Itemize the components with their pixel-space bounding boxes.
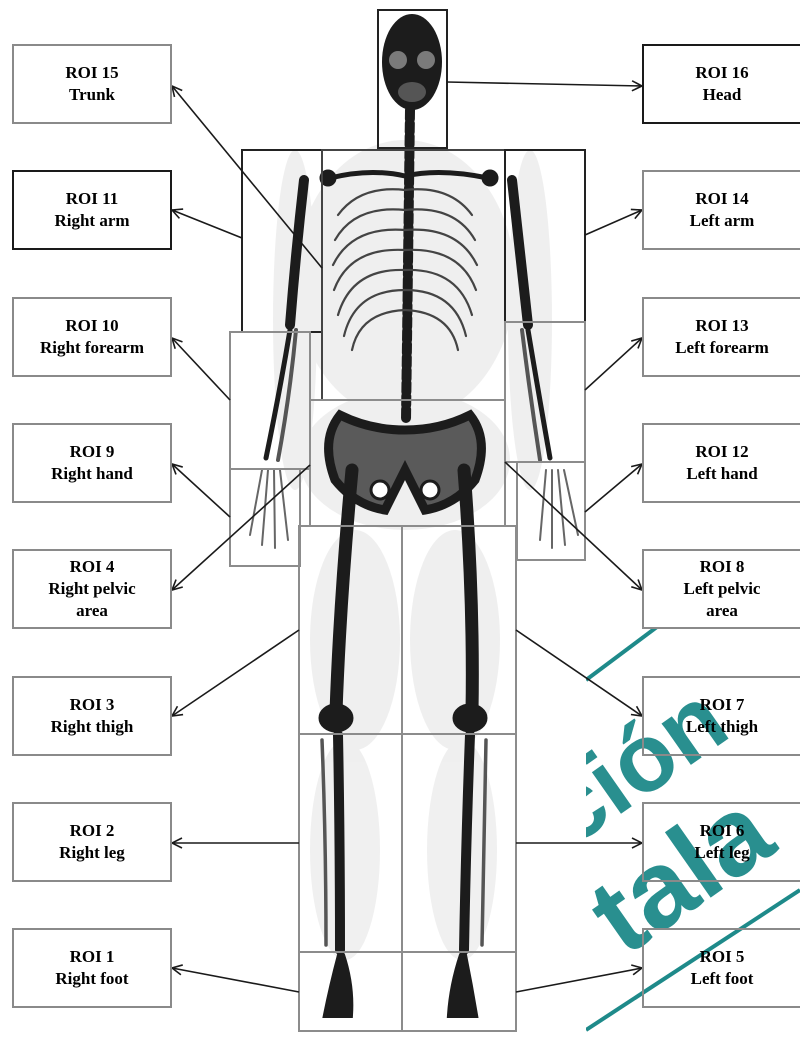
label-roi1: ROI 1 Right foot [12,928,172,1008]
arrow-roi13 [585,338,642,390]
arrow-roi9 [172,464,230,517]
arrow-roi10 [172,338,230,400]
roi5-id: ROI 5 [700,946,745,968]
label-roi5: ROI 5 Left foot [642,928,800,1008]
label-roi15: ROI 15 Trunk [12,44,172,124]
roi13-id: ROI 13 [695,315,748,337]
roi9-region: Right hand [51,463,133,485]
label-roi11: ROI 11 Right arm [12,170,172,250]
label-roi2: ROI 2 Right leg [12,802,172,882]
label-roi4: ROI 4 Right pelvic area [12,549,172,629]
roi10-region: Right forearm [40,337,144,359]
arrow-roi1 [172,968,299,992]
arrow-roi15 [172,86,322,268]
roi6-region: Left leg [694,842,749,864]
roi4-region-line2: area [76,600,108,622]
roi1-region: Right foot [55,968,128,990]
roi8-region-line1: Left pelvic [684,578,761,600]
label-roi13: ROI 13 Left forearm [642,297,800,377]
roi8-id: ROI 8 [700,556,745,578]
label-roi16: ROI 16 Head [642,44,800,124]
roi12-id: ROI 12 [695,441,748,463]
roi16-id: ROI 16 [695,62,748,84]
roi4-region-line1: Right pelvic [48,578,135,600]
roi1-id: ROI 1 [70,946,115,968]
roi3-id: ROI 3 [70,694,115,716]
label-roi9: ROI 9 Right hand [12,423,172,503]
label-roi10: ROI 10 Right forearm [12,297,172,377]
arrow-roi7 [516,630,642,716]
roi3-region: Right thigh [51,716,134,738]
label-roi12: ROI 12 Left hand [642,423,800,503]
roi14-id: ROI 14 [695,188,748,210]
label-roi7: ROI 7 Left thigh [642,676,800,756]
label-roi8: ROI 8 Left pelvic area [642,549,800,629]
label-roi14: ROI 14 Left arm [642,170,800,250]
roi6-id: ROI 6 [700,820,745,842]
arrow-roi11 [172,210,242,238]
roi15-id: ROI 15 [65,62,118,84]
roi9-id: ROI 9 [70,441,115,463]
label-roi3: ROI 3 Right thigh [12,676,172,756]
arrow-roi14 [585,210,642,235]
roi7-id: ROI 7 [700,694,745,716]
arrow-roi16 [447,82,642,86]
roi2-id: ROI 2 [70,820,115,842]
roi11-region: Right arm [54,210,129,232]
roi5-region: Left foot [691,968,754,990]
roi15-region: Trunk [69,84,115,106]
arrow-roi3 [172,630,299,716]
roi2-region: Right leg [59,842,125,864]
roi13-region: Left forearm [675,337,769,359]
roi14-region: Left arm [690,210,755,232]
arrow-roi5 [516,968,642,992]
roi16-region: Head [703,84,742,106]
roi12-region: Left hand [686,463,757,485]
arrow-roi12 [585,464,642,512]
roi4-id: ROI 4 [70,556,115,578]
roi10-id: ROI 10 [65,315,118,337]
roi7-region: Left thigh [686,716,758,738]
label-roi6: ROI 6 Left leg [642,802,800,882]
roi11-id: ROI 11 [66,188,118,210]
roi8-region-line2: area [706,600,738,622]
